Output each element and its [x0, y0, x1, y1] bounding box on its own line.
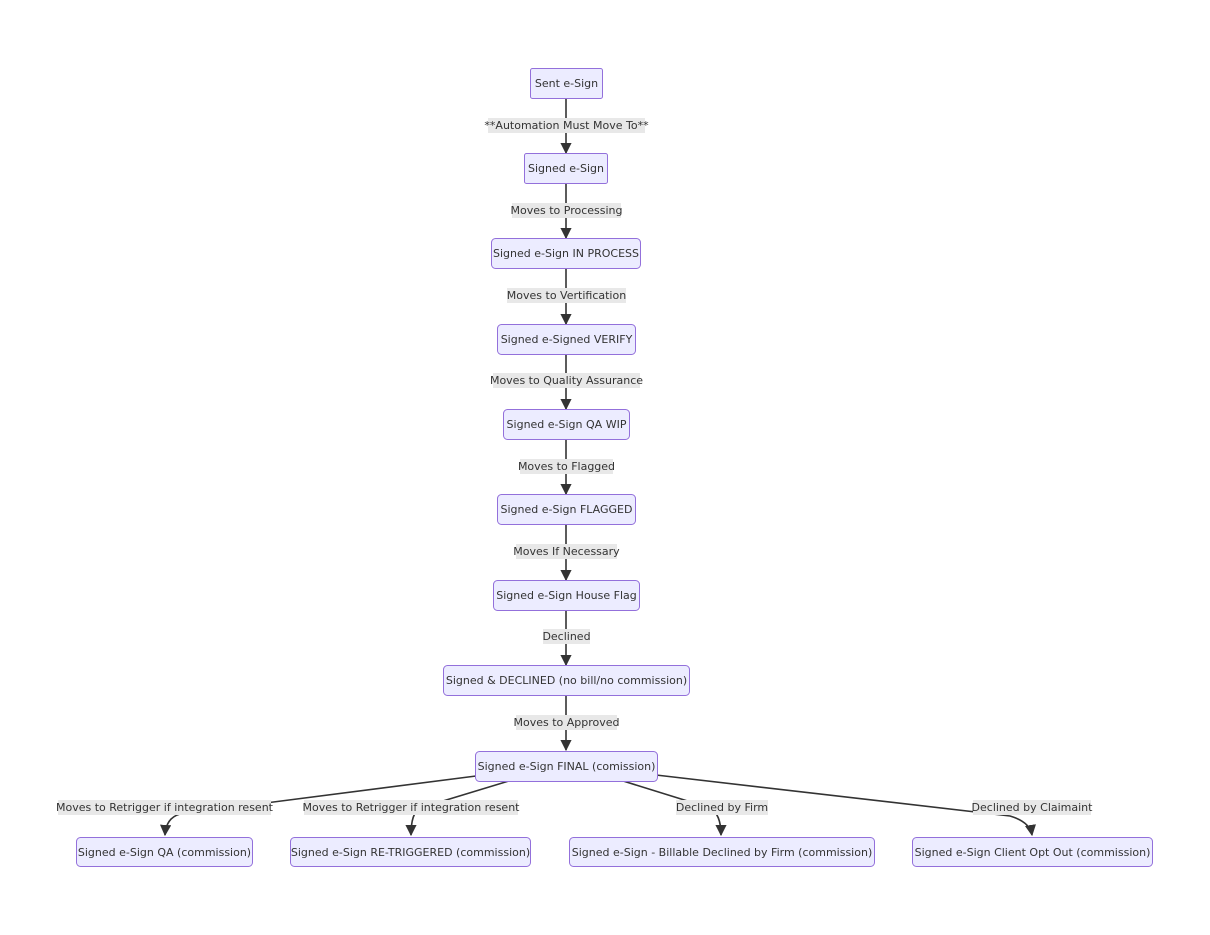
edge-label: Moves If Necessary	[513, 544, 620, 559]
node-label: Signed e-Sign FINAL (comission)	[478, 760, 656, 773]
edge-label-text: Moves to Flagged	[518, 460, 615, 473]
node-label: Sent e-Sign	[535, 77, 598, 90]
node-label: Signed e-Sign FLAGGED	[501, 503, 633, 516]
node-final[interactable]: Signed e-Sign FINAL (comission)	[475, 751, 658, 782]
node-sent-e-sign[interactable]: Sent e-Sign	[530, 68, 603, 99]
node-in-process[interactable]: Signed e-Sign IN PROCESS	[491, 238, 641, 269]
edge-final-to-opt-out	[655, 774, 1036, 837]
node-label: Signed e-Sign QA WIP	[507, 418, 627, 431]
edge-label: Moves to Quality Assurance	[490, 373, 643, 388]
edge-label: Moves to Retrigger if integration resent	[302, 800, 520, 815]
edge-label-text: **Automation Must Move To**	[484, 119, 649, 132]
edge-labels: **Automation Must Move To** Moves to Pro…	[56, 118, 1093, 815]
edge-label: Moves to Flagged	[518, 459, 615, 474]
edge-label-text: Declined	[542, 630, 590, 643]
edge-label: Moves to Retrigger if integration resent	[56, 800, 274, 815]
edge-label-text: Moves to Processing	[510, 204, 622, 217]
node-billable-declined[interactable]: Signed e-Sign - Billable Declined by Fir…	[569, 837, 875, 867]
edge-label: Moves to Approved	[513, 715, 620, 730]
node-house-flag[interactable]: Signed e-Sign House Flag	[493, 580, 640, 611]
node-label: Signed e-Sign RE-TRIGGERED (commission)	[291, 846, 530, 859]
node-label: Signed e-Sign - Billable Declined by Fir…	[572, 846, 873, 859]
node-label: Signed e-Sign Client Opt Out (commission…	[915, 846, 1151, 859]
edge-label: **Automation Must Move To**	[484, 118, 649, 133]
node-declined[interactable]: Signed & DECLINED (no bill/no commission…	[443, 665, 690, 696]
edge-label-text: Moves If Necessary	[513, 545, 620, 558]
nodes: Sent e-Sign Signed e-Sign Signed e-Sign …	[76, 68, 1153, 867]
node-label: Signed & DECLINED (no bill/no commission…	[446, 674, 687, 687]
edge-label-text: Moves to Vertification	[507, 289, 626, 302]
edge-label: Declined by Claimaint	[972, 800, 1094, 815]
edge-label-text: Moves to Retrigger if integration resent	[56, 801, 274, 814]
node-label: Signed e-Sign IN PROCESS	[493, 247, 639, 260]
node-label: Signed e-Signed VERIFY	[501, 333, 633, 346]
node-qa-wip[interactable]: Signed e-Sign QA WIP	[503, 409, 630, 440]
edge-label-text: Declined by Claimaint	[972, 801, 1094, 814]
node-label: Signed e-Sign QA (commission)	[78, 846, 251, 859]
edge-label: Declined by Firm	[676, 800, 768, 815]
edge-label-text: Moves to Approved	[513, 716, 619, 729]
node-qa-commission[interactable]: Signed e-Sign QA (commission)	[76, 837, 253, 867]
edge-label-text: Moves to Retrigger if integration resent	[302, 801, 520, 814]
node-flagged[interactable]: Signed e-Sign FLAGGED	[497, 494, 636, 525]
edge-label-text: Moves to Quality Assurance	[490, 374, 643, 387]
edge-label-text: Declined by Firm	[676, 801, 768, 814]
node-signed-e-sign[interactable]: Signed e-Sign	[524, 153, 608, 184]
node-client-opt-out[interactable]: Signed e-Sign Client Opt Out (commission…	[912, 837, 1153, 867]
edge-label: Declined	[542, 629, 591, 644]
node-retriggered[interactable]: Signed e-Sign RE-TRIGGERED (commission)	[290, 837, 531, 867]
node-verify[interactable]: Signed e-Signed VERIFY	[497, 324, 636, 355]
edge-label: Moves to Vertification	[507, 288, 626, 303]
node-label: Signed e-Sign House Flag	[496, 589, 637, 602]
edge-label: Moves to Processing	[510, 203, 623, 218]
node-label: Signed e-Sign	[528, 162, 604, 175]
